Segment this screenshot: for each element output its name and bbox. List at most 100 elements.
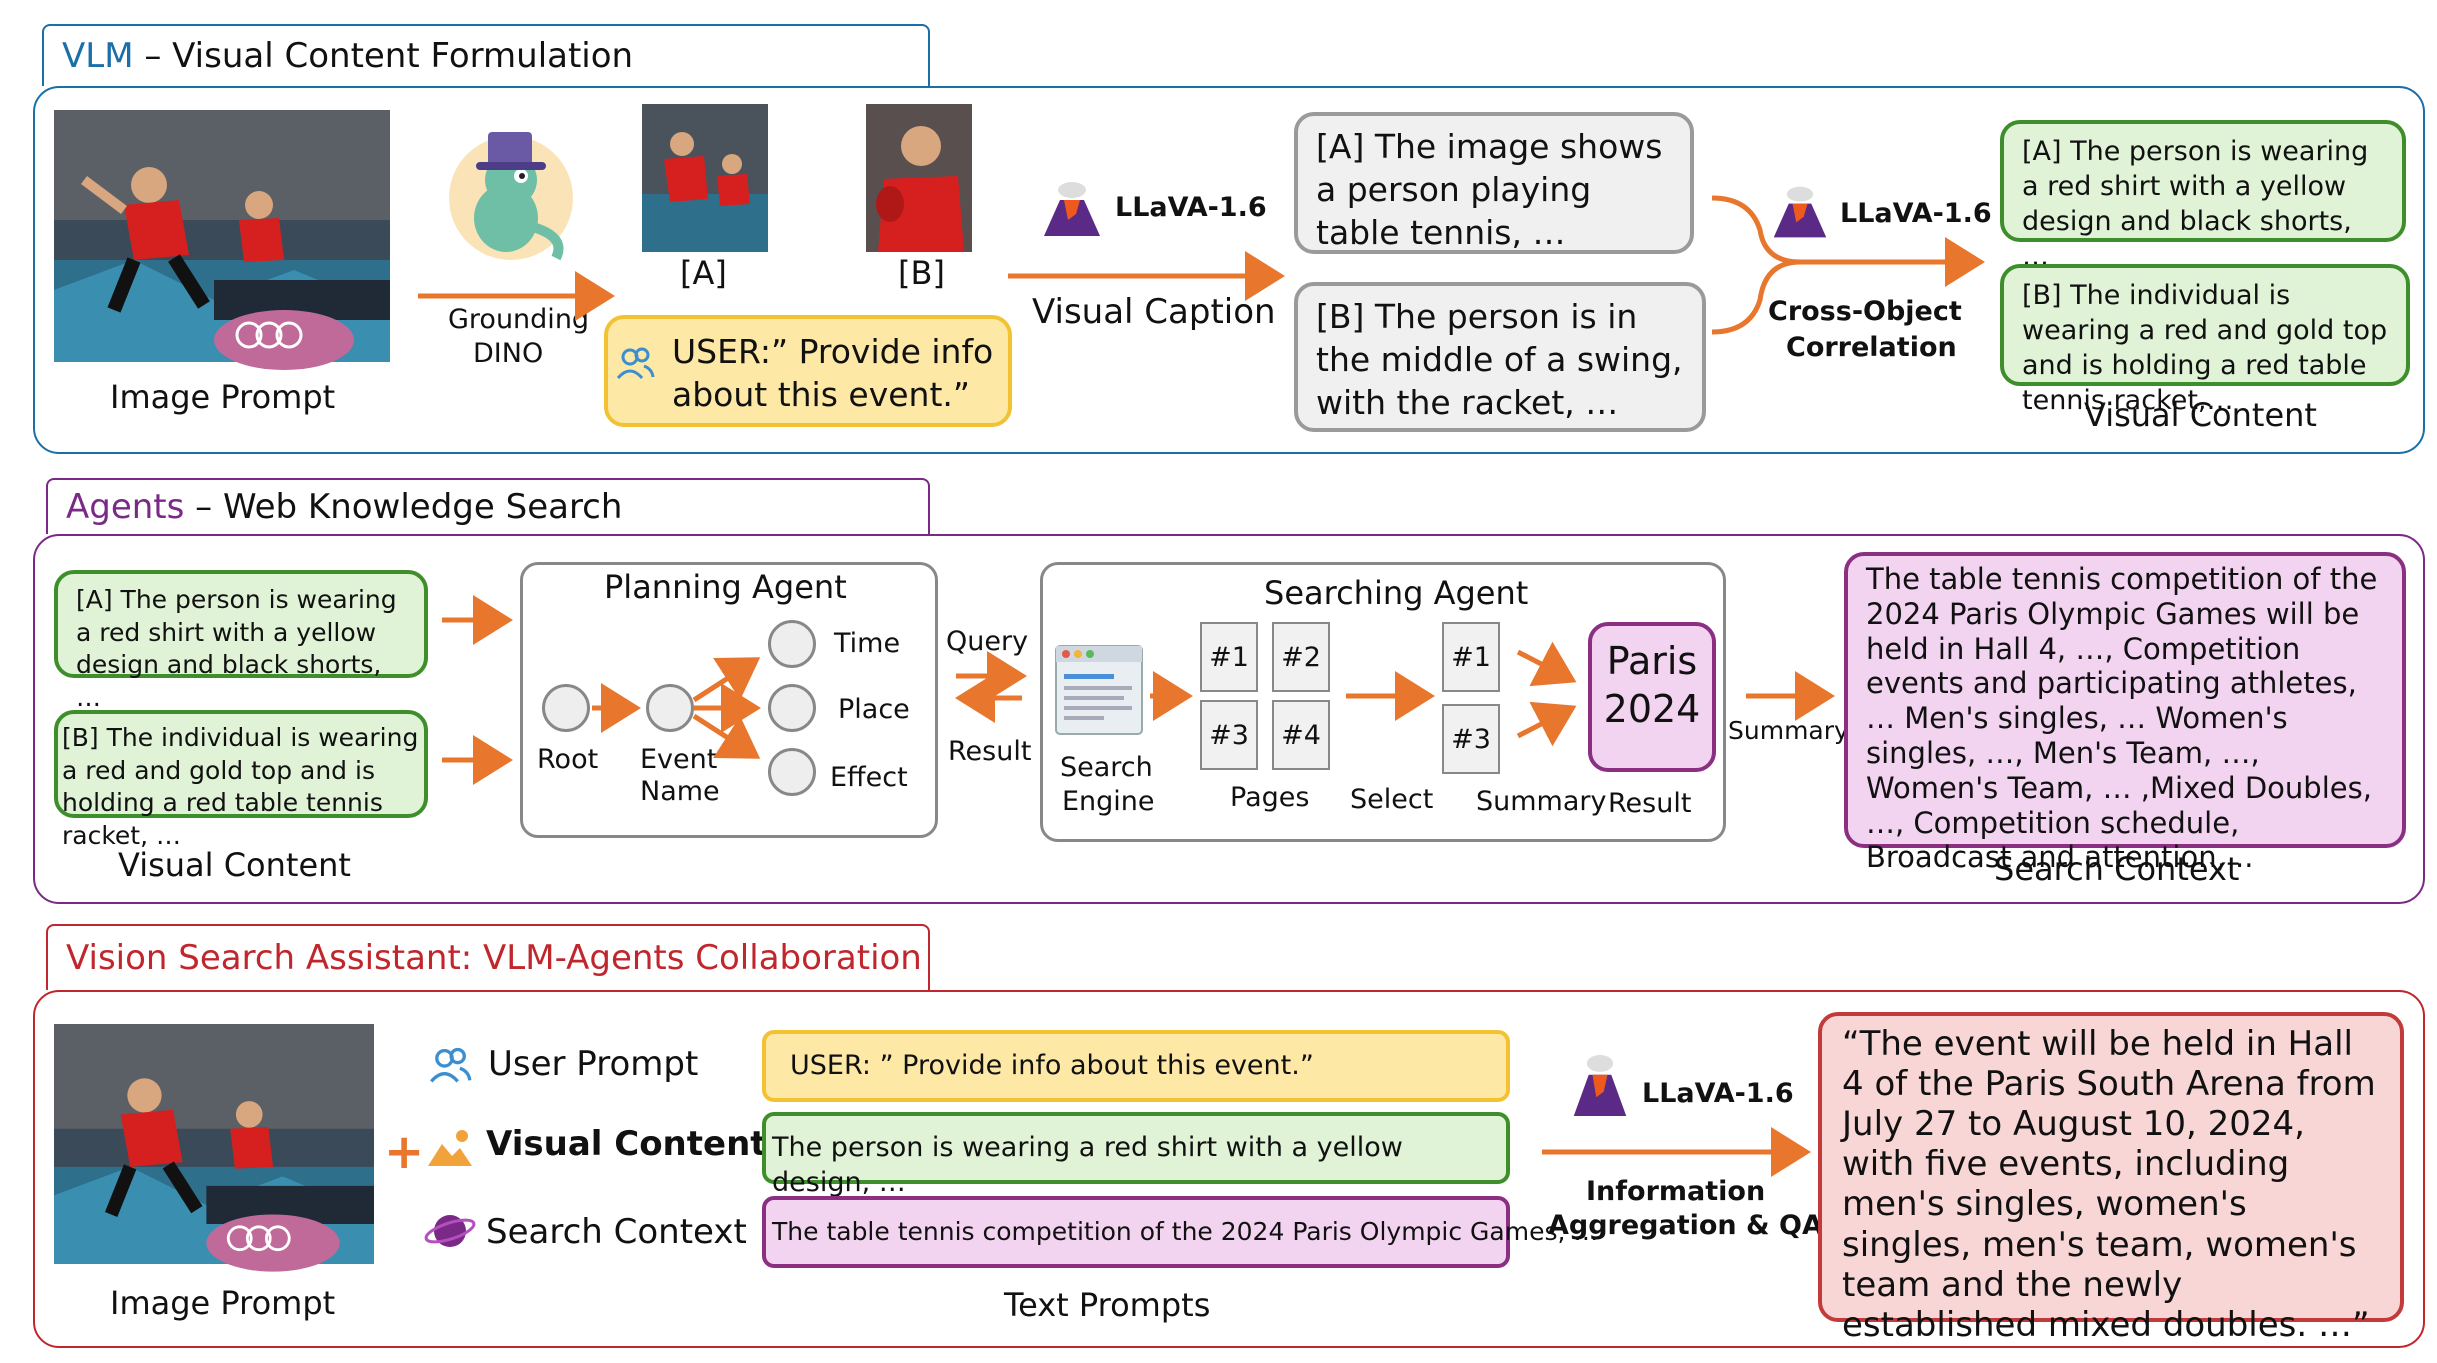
user-text: USER: ” Provide info about this event.” — [790, 1050, 1314, 1081]
llava-volcano-icon-3 — [1570, 1050, 1630, 1120]
crop-b-photo — [866, 104, 972, 252]
caption-a-box: [A] The image shows a person playing tab… — [1294, 112, 1694, 254]
user-prompt-icon — [428, 1044, 472, 1088]
search-context-label: Search Context — [1994, 850, 2240, 888]
visual-content-icon — [426, 1128, 474, 1168]
search-context-text: The table tennis competition of the 2024… — [1866, 562, 2378, 875]
vlm-content-a-box: [A] The person is wearing a red shirt wi… — [2000, 120, 2406, 272]
page-2: #2 — [1272, 622, 1330, 692]
cross-object-label-2: Correlation — [1786, 332, 1957, 363]
crop-b-label: [B] — [898, 254, 945, 292]
search-context-box: The table tennis competition of the 2024… — [1844, 552, 2406, 874]
planning-agent-title: Planning Agent — [604, 568, 847, 606]
visual-caption-label: Visual Caption — [1032, 292, 1276, 332]
grounding-dino-label-2: DINO — [473, 338, 544, 369]
time-label: Time — [834, 628, 901, 659]
vlm-section-tab: VLM – Visual Content Formulation — [42, 24, 930, 86]
vlm-content-a-text: [A] The person is wearing a red shirt wi… — [2022, 136, 2369, 273]
user-prompt-text: USER:” Provide info about this event.” — [672, 332, 994, 414]
visual-text-box: The person is wearing a red shirt with a… — [762, 1112, 1510, 1198]
root-node — [542, 684, 590, 732]
event-label-2: Name — [640, 776, 720, 807]
vsa-section-tab: Vision Search Assistant: VLM-Agents Coll… — [46, 924, 930, 990]
agents-content-b-box: [B] The individual is wearing a red and … — [54, 710, 428, 850]
page-3: #3 — [1200, 700, 1258, 770]
agents-title-rest: – Web Knowledge Search — [184, 487, 623, 527]
vsa-image-prompt-photo — [52, 1024, 376, 1272]
result-label: Result — [948, 736, 1032, 767]
user-prompt-box: USER:” Provide info about this event.” — [604, 315, 1012, 427]
searching-agent-title: Searching Agent — [1264, 574, 1529, 612]
agents-panel — [33, 534, 2425, 904]
paris-year-text: 2024 — [1603, 686, 1701, 731]
agents-content-a-box: [A] The person is wearing a red shirt wi… — [54, 570, 428, 712]
cross-object-label-1: Cross-Object — [1768, 296, 1962, 327]
query-label: Query — [946, 626, 1029, 657]
effect-node — [768, 748, 816, 796]
vlm-content-b-box: [B] The individual is wearing a red and … — [2000, 264, 2410, 416]
search-engine-label-2: Engine — [1062, 786, 1155, 817]
result-label-inner: Result — [1608, 788, 1692, 819]
effect-label: Effect — [830, 762, 908, 793]
event-label-1: Event — [640, 744, 718, 775]
agents-content-b-text: [B] The individual is wearing a red and … — [62, 723, 419, 850]
vsa-user-prompt-label: User Prompt — [488, 1044, 699, 1084]
summary-label-inner: Summary — [1476, 786, 1607, 817]
answer-text: “The event will be held in Hall 4 of the… — [1842, 1024, 2376, 1345]
llava-label-2: LLaVA-1.6 — [1840, 198, 1992, 229]
vsa-llava-label: LLaVA-1.6 — [1642, 1078, 1794, 1109]
time-node — [768, 620, 816, 668]
page-4: #4 — [1272, 700, 1330, 770]
search-engine-label-1: Search — [1060, 752, 1153, 783]
vlm-visual-content-label: Visual Content — [2084, 396, 2317, 434]
llava-volcano-icon-2 — [1770, 184, 1830, 240]
plus-sign: + — [384, 1124, 425, 1180]
search-engine-icon — [1054, 644, 1144, 736]
root-label: Root — [537, 744, 599, 775]
vsa-search-context-label: Search Context — [486, 1212, 747, 1252]
pages-label: Pages — [1230, 782, 1310, 813]
grounding-dino-label-1: Grounding — [448, 304, 590, 335]
vlm-title-rest: – Visual Content Formulation — [133, 36, 634, 76]
image-prompt-label: Image Prompt — [110, 378, 336, 416]
user-text-box: USER: ” Provide info about this event.” — [762, 1030, 1510, 1102]
llava-volcano-icon — [1040, 180, 1104, 238]
place-node — [768, 684, 816, 732]
answer-box: “The event will be held in Hall 4 of the… — [1818, 1012, 2404, 1345]
search-context-planet-icon — [424, 1208, 476, 1254]
llava-label-1: LLaVA-1.6 — [1115, 192, 1267, 223]
vlm-panel — [33, 86, 2425, 454]
search-text: The table tennis competition of the 2024… — [772, 1217, 1599, 1246]
place-label: Place — [838, 694, 910, 725]
event-name-node — [646, 684, 694, 732]
selected-page-1: #1 — [1442, 622, 1500, 692]
aggregation-label-1: Information — [1586, 1176, 1766, 1207]
vsa-title: Vision Search Assistant: VLM-Agents Coll… — [66, 938, 922, 978]
vlm-title-prefix: VLM — [62, 36, 134, 76]
visual-text: The person is wearing a red shirt with a… — [772, 1132, 1403, 1199]
planning-agent-box — [520, 562, 938, 838]
vsa-visual-content-label: Visual Content — [486, 1124, 767, 1164]
selected-page-3: #3 — [1442, 704, 1500, 774]
vsa-image-prompt-label: Image Prompt — [110, 1284, 336, 1322]
select-label: Select — [1350, 784, 1434, 815]
paris-result-box: Paris 2024 — [1588, 622, 1716, 772]
vlm-content-b-text: [B] The individual is wearing a red and … — [2022, 280, 2388, 417]
page-1: #1 — [1200, 622, 1258, 692]
agents-content-a-text: [A] The person is wearing a red shirt wi… — [76, 585, 397, 712]
paris-text: Paris — [1606, 639, 1698, 683]
crop-a-photo — [642, 104, 768, 252]
crop-a-label: [A] — [680, 254, 727, 292]
vsa-panel — [33, 990, 2425, 1348]
caption-a-text: [A] The image shows a person playing tab… — [1316, 127, 1663, 252]
text-prompts-label: Text Prompts — [1004, 1286, 1211, 1324]
summary-label: Summary — [1728, 716, 1849, 745]
searching-agent-box — [1040, 562, 1726, 842]
agents-visual-content-label: Visual Content — [118, 846, 351, 884]
agents-section-tab: Agents – Web Knowledge Search — [46, 478, 930, 534]
caption-b-box: [B] The person is in the middle of a swi… — [1294, 282, 1706, 432]
user-icon — [615, 344, 655, 384]
search-text-box: The table tennis competition of the 2024… — [762, 1196, 1598, 1268]
grounding-dino-mascot — [436, 118, 586, 268]
caption-b-text: [B] The person is in the middle of a swi… — [1316, 297, 1683, 422]
